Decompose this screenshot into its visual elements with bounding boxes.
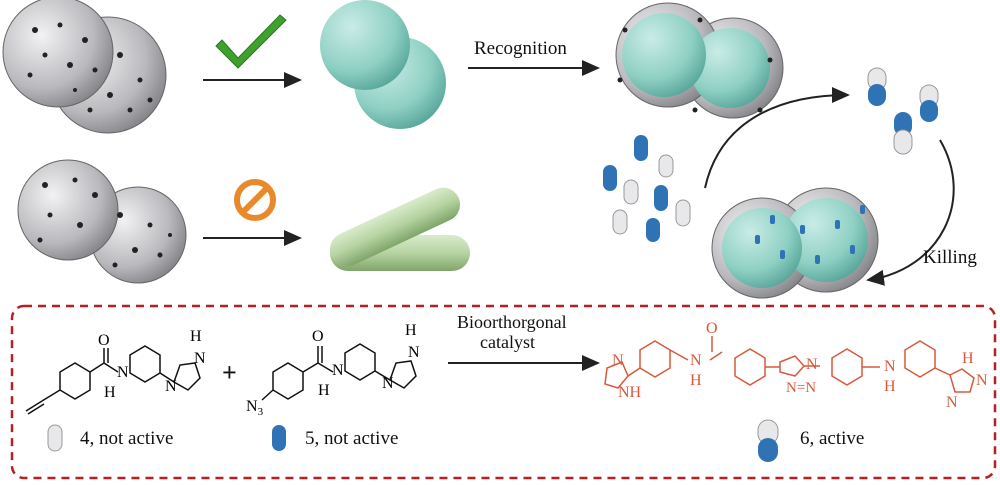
atom-n: N [884,358,896,375]
compound-4-structure [25,345,201,415]
capsule-icon [272,425,286,451]
atom-n: N [117,364,129,381]
atom-h: H [690,372,702,389]
atom-h: H [318,382,330,399]
atom-n: N [806,356,818,373]
compound-4-caption: 4, not active [80,428,174,449]
atom-n: N [382,375,394,392]
reaction-label-line1: Bioorthorgonal [457,312,567,332]
killed-complex [711,187,879,299]
atom-h: H [962,350,974,367]
bound-complex [615,2,784,119]
reaction-box [10,304,997,480]
atom-n: N [612,352,624,369]
prohibited-icon [234,179,276,221]
atom-o: O [706,320,718,337]
active-capsules [867,67,939,155]
azide-label: N3 [246,398,263,418]
atom-h: H [405,322,417,339]
atom-n: N [690,352,702,369]
checkmark-icon [215,14,287,69]
atom-o: O [312,328,324,345]
compound-6-caption: 6, active [800,428,865,449]
capsule-icon [757,419,779,462]
activation-arrow [704,87,850,189]
compound-5-structure [261,343,417,401]
atom-n: N [976,372,988,389]
killing-arrow [866,139,955,286]
nanozyme-shell-bottom [17,159,187,284]
compound-6-structure [604,336,975,393]
atom-n: N [165,378,177,395]
atom-o: O [98,332,110,349]
inactive-capsules [603,135,691,242]
nanozyme-shell-top [2,0,167,134]
atom-subscript: 3 [257,406,264,419]
atom-n: N [246,398,258,415]
bacteria-cocci [320,0,446,129]
atom-n: N [332,362,344,379]
atom-n: N [946,394,958,411]
atom-n: N [408,344,420,361]
atom-h: H [190,328,202,345]
reaction-label-line2: catalyst [480,332,535,352]
atom-h: H [884,378,896,395]
capsule-icon [47,424,63,452]
bacteria-rods [329,187,470,271]
recognition-label: Recognition [474,38,567,59]
atom-n: N [194,350,206,367]
atom-h: H [104,384,116,401]
atom-nh: NH [618,384,642,401]
compound-5-caption: 5, not active [305,428,399,449]
atom-triazole: N=N [786,380,817,396]
killing-label: Killing [923,247,977,268]
plus-sign: + [222,358,237,387]
